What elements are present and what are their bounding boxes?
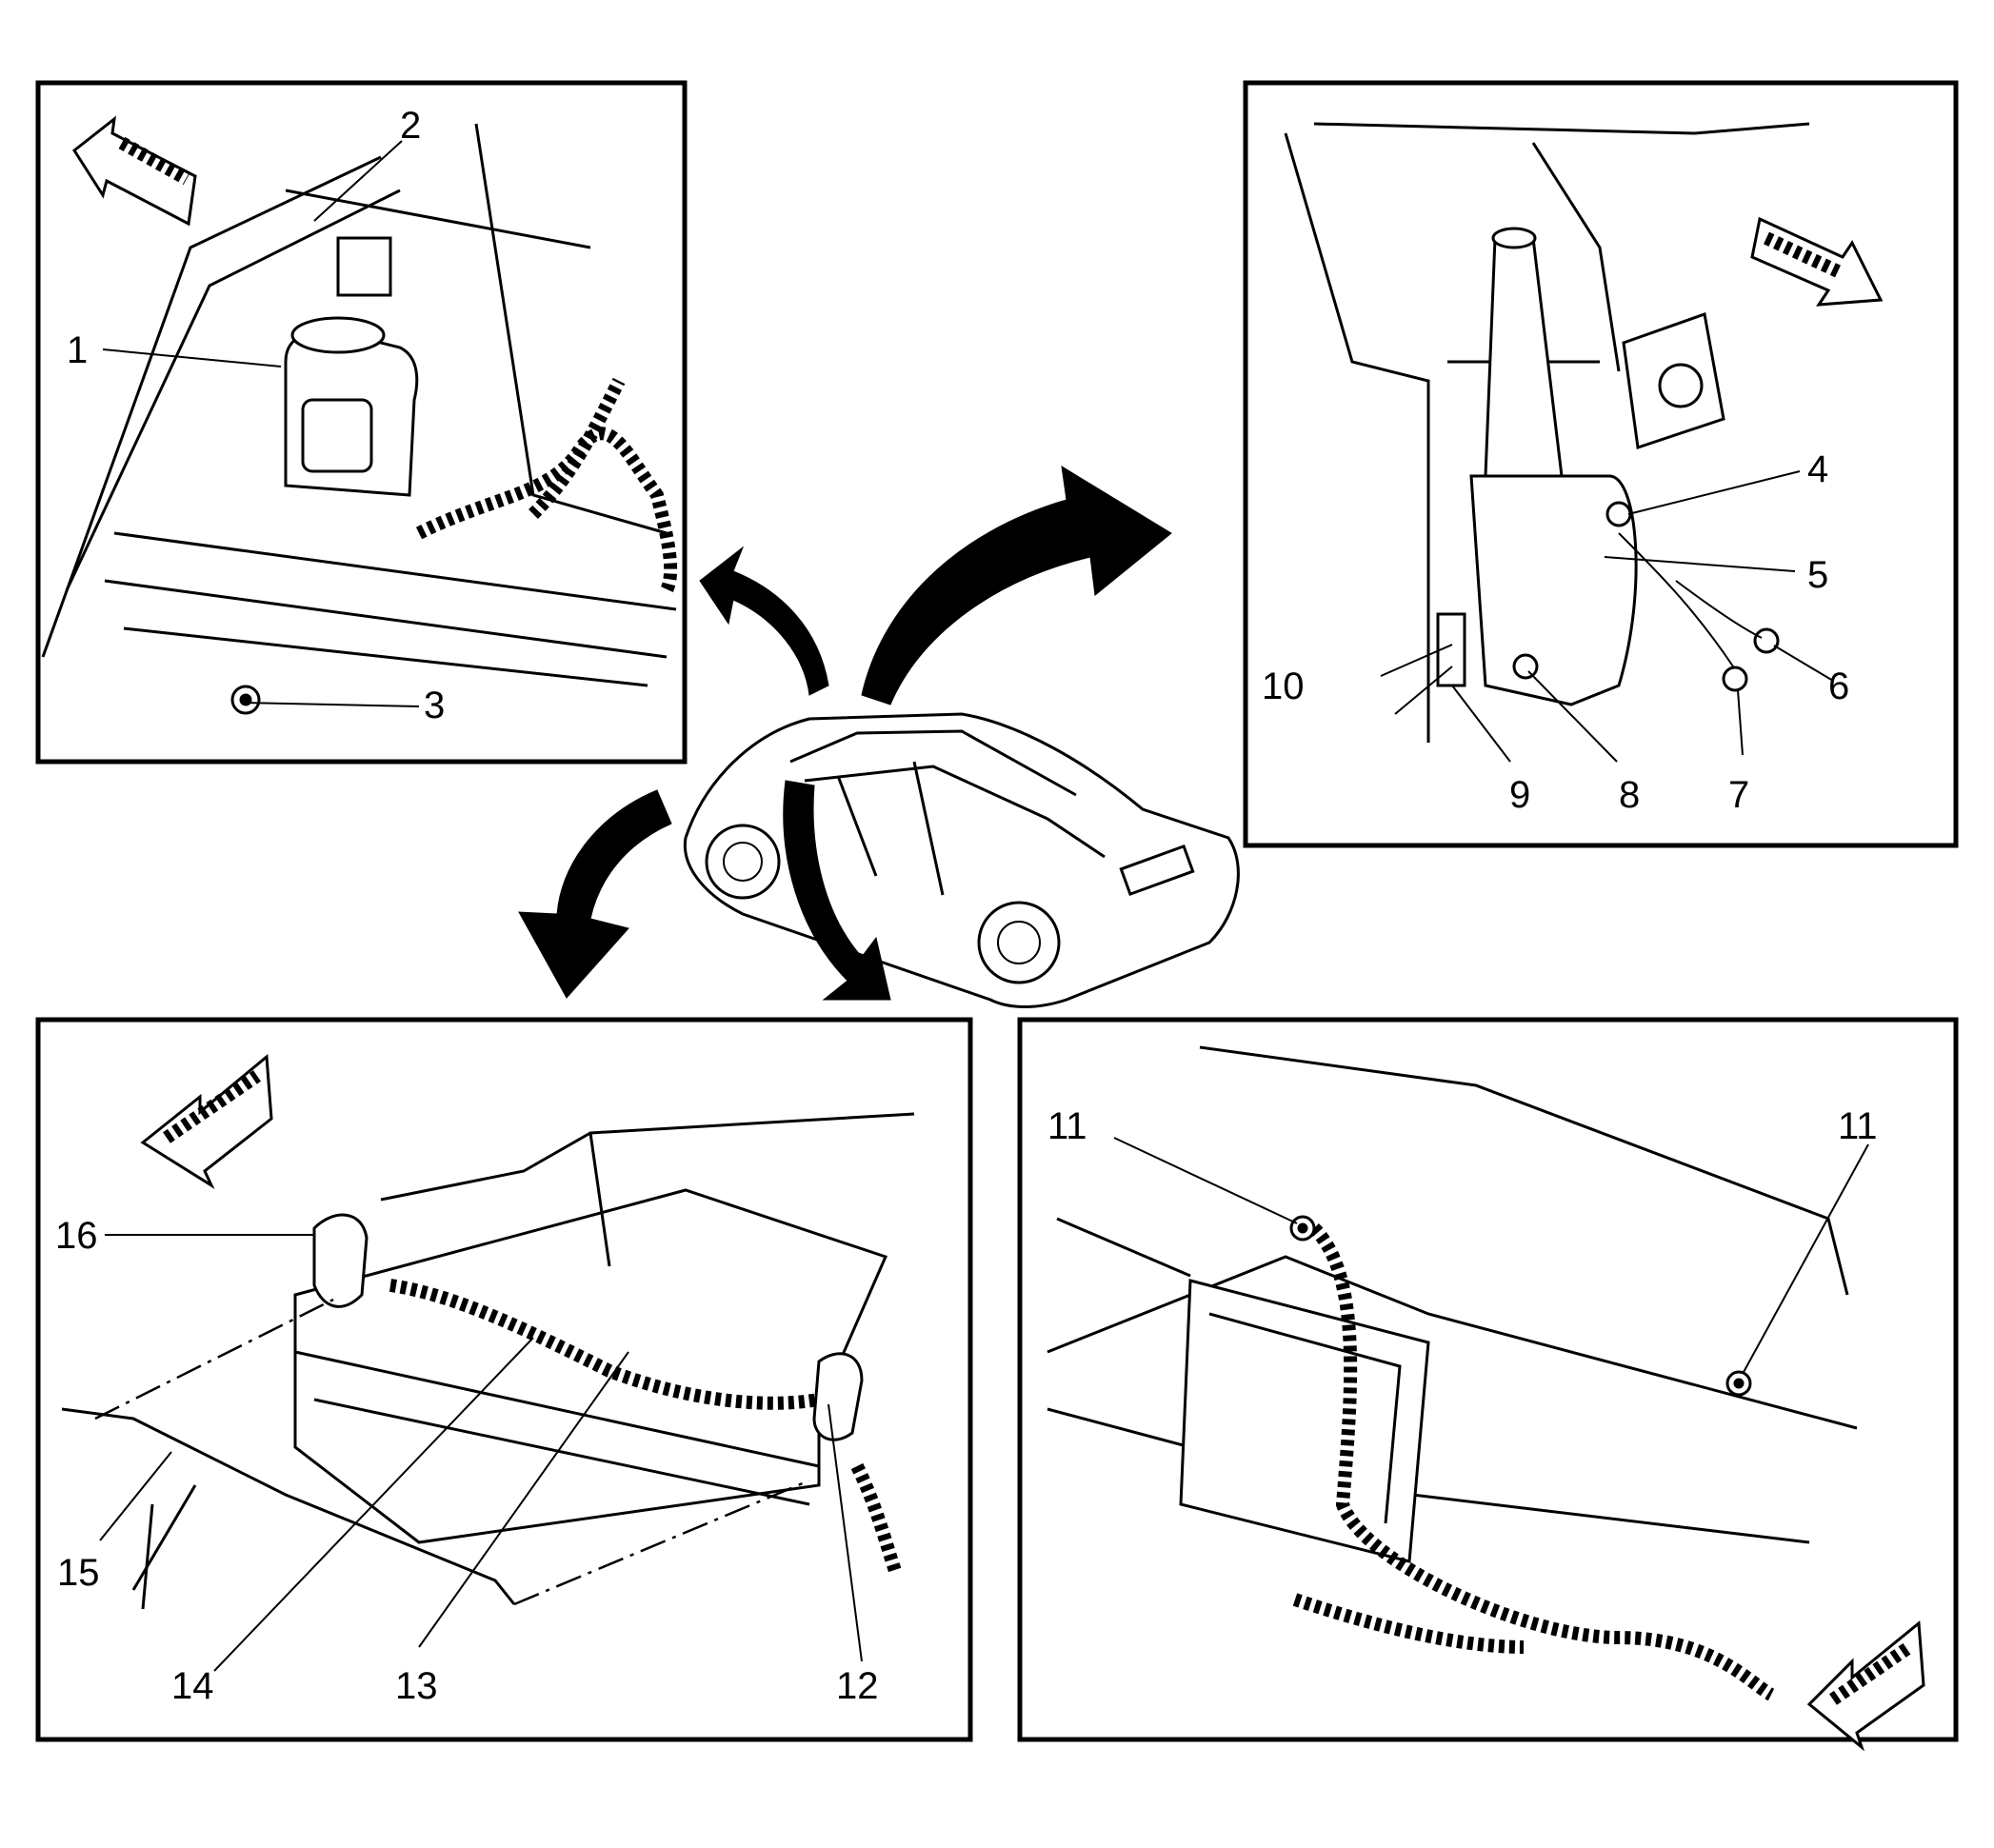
fog-lamp-left — [312, 1213, 369, 1308]
forward-arrow-icon — [1750, 216, 1884, 307]
panel-bottom-left: 12 13 14 15 16 — [35, 1017, 973, 1742]
panel-bottom-right: 11 11 — [1017, 1017, 1959, 1752]
wiring-harness — [1308, 1223, 1775, 1701]
panel-top-left: 1 2 3 — [35, 80, 688, 765]
curved-arrow-icon — [699, 546, 829, 696]
relay — [336, 236, 392, 297]
callout-9: 9 — [1509, 774, 1530, 816]
callout-2: 2 — [400, 105, 421, 147]
washer-reservoir — [1469, 227, 1638, 706]
callout-14: 14 — [171, 1665, 214, 1707]
wiring-harness — [389, 1279, 821, 1410]
callout-4: 4 — [1807, 448, 1828, 490]
callout-11-right: 11 — [1838, 1105, 1878, 1147]
callout-16: 16 — [55, 1215, 98, 1257]
curved-arrow-icon — [861, 466, 1172, 705]
curved-arrow-icon — [783, 780, 891, 1001]
forward-arrow-icon — [140, 1053, 273, 1189]
callout-12: 12 — [836, 1665, 879, 1707]
jumper-harness — [61, 1407, 516, 1605]
callout-6: 6 — [1828, 666, 1849, 707]
callout-8: 8 — [1619, 774, 1640, 816]
fog-lamp-right — [812, 1352, 864, 1441]
callout-11-left: 11 — [1047, 1105, 1087, 1147]
callout-7: 7 — [1728, 774, 1749, 816]
coolant-reservoir — [284, 316, 419, 497]
panel-top-right: 4 5 6 7 8 9 10 — [1243, 80, 1959, 848]
callout-1: 1 — [67, 329, 88, 371]
forward-arrow-icon — [72, 115, 197, 227]
callout-10: 10 — [1262, 666, 1305, 707]
callout-3: 3 — [424, 685, 445, 726]
battery-tray — [1179, 1279, 1430, 1563]
curved-arrow-icon — [518, 789, 672, 999]
callout-13: 13 — [395, 1665, 438, 1707]
callout-5: 5 — [1807, 554, 1828, 596]
callout-15: 15 — [57, 1552, 100, 1594]
forward-arrow-icon — [1806, 1620, 1925, 1752]
sedan-illustration — [683, 712, 1240, 1008]
